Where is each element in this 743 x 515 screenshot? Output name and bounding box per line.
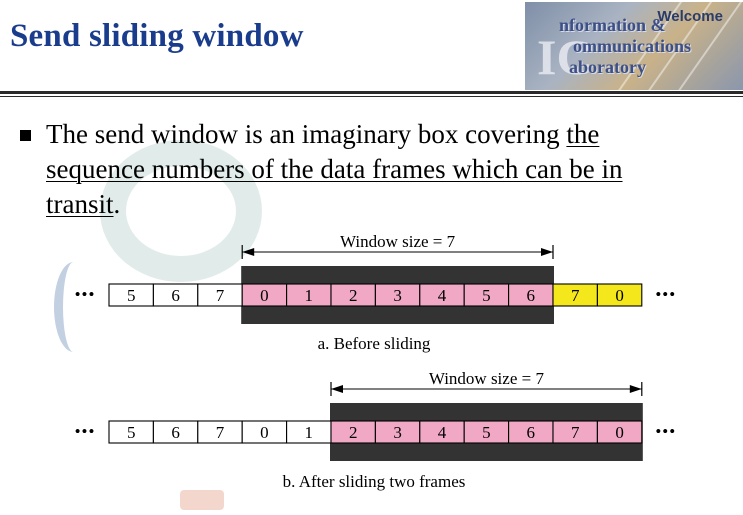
frame-number-before-1: 6 [171, 286, 180, 305]
window-size-label-after: Window size = 7 [429, 369, 545, 388]
frame-number-before-7: 4 [438, 286, 447, 305]
background-watermark-arc [54, 262, 93, 352]
window-arrowhead-left-before [242, 248, 255, 256]
bullet-text-end: . [113, 189, 121, 219]
frame-number-after-2: 7 [216, 423, 225, 442]
background-watermark-smear [180, 490, 224, 510]
frame-number-before-2: 7 [216, 286, 225, 305]
window-arrowhead-right-after [629, 385, 642, 393]
frame-number-before-0: 5 [127, 286, 136, 305]
diagram-caption-after: b. After sliding two frames [283, 472, 466, 491]
bullet-text-underlined: the sequence numbers of the data frames … [46, 119, 623, 219]
logo-line-3: aboratory [569, 57, 646, 77]
frame-number-before-6: 3 [393, 286, 402, 305]
frame-number-before-4: 1 [305, 286, 314, 305]
frame-number-after-4: 1 [305, 423, 314, 442]
window-arrowhead-right-before [541, 248, 553, 256]
window-arrowhead-left-after [331, 385, 343, 393]
frame-number-before-11: 0 [615, 286, 624, 305]
window-size-label-before: Window size = 7 [340, 232, 456, 251]
frame-number-after-0: 5 [127, 423, 136, 442]
frame-number-before-8: 5 [482, 286, 491, 305]
frame-number-after-8: 5 [482, 423, 491, 442]
logo-line-1: nformation & [559, 15, 666, 35]
logo-welcome-text: Welcome [657, 8, 723, 25]
frame-number-before-5: 2 [349, 286, 358, 305]
window-label-bg-after [398, 368, 575, 388]
bullet-square-icon [20, 130, 31, 141]
frame-cell-after-11 [596, 420, 643, 444]
ellipsis-left-after: ••• [75, 422, 96, 441]
frame-number-after-6: 3 [393, 423, 402, 442]
frame-number-before-9: 6 [527, 286, 536, 305]
diagram-caption-before: a. Before sliding [318, 334, 431, 353]
frame-number-after-3: 0 [260, 423, 269, 442]
frame-cell-before-11 [596, 283, 643, 307]
frame-number-after-9: 6 [527, 423, 536, 442]
bullet-text-lead: The send window is an imaginary box cove… [46, 119, 567, 149]
window-label-bg-before [309, 231, 486, 251]
frame-number-after-10: 7 [571, 423, 580, 442]
frame-number-after-11: 0 [615, 423, 624, 442]
title-divider-thick [0, 91, 743, 94]
frame-number-after-5: 2 [349, 423, 358, 442]
logo-initial-icon: IC [537, 29, 593, 85]
lab-logo: IC Welcome nformation & ommunications ab… [525, 2, 743, 90]
frame-number-after-7: 4 [438, 423, 447, 442]
slide-title: Send sliding window [10, 18, 304, 54]
title-divider-thin [0, 96, 743, 97]
ellipsis-right-before: ••• [655, 285, 676, 304]
frame-number-before-3: 0 [260, 286, 269, 305]
bullet-text: The send window is an imaginary box cove… [46, 117, 686, 222]
logo-line-2: ommunications [573, 36, 692, 56]
ellipsis-left-before: ••• [75, 285, 96, 304]
ellipsis-right-after: ••• [655, 422, 676, 441]
frame-number-after-1: 6 [171, 423, 180, 442]
frame-number-before-10: 7 [571, 286, 580, 305]
